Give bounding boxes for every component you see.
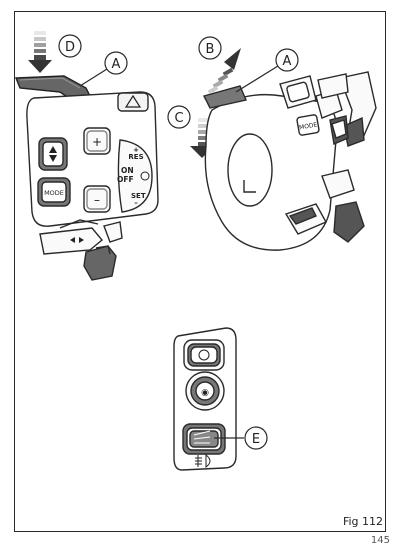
- svg-text:–: –: [134, 199, 138, 207]
- callout-d: D: [59, 35, 81, 57]
- set-label: SET: [131, 192, 146, 200]
- svg-text:D: D: [65, 40, 75, 55]
- horn-button: [84, 246, 116, 280]
- off-label: OFF: [117, 175, 134, 184]
- svg-text:◉: ◉: [201, 388, 209, 398]
- fog-light-switch-assembly: ◉: [174, 328, 236, 470]
- right-switch-assembly: MODE: [190, 48, 376, 250]
- top-round-button: [184, 340, 224, 370]
- callout-c: C: [168, 106, 190, 128]
- minus-label: –: [94, 193, 100, 207]
- hazard-button: [118, 93, 148, 111]
- callout-b: B: [199, 37, 221, 59]
- left-switch-assembly: + MODE – + RES ON OFF SET –: [16, 31, 158, 280]
- svg-text:E: E: [252, 432, 260, 447]
- scroll-button: [39, 138, 67, 170]
- plus-button: +: [84, 128, 110, 154]
- fog-light-button: [183, 424, 225, 454]
- arrow-d: [28, 31, 52, 73]
- callout-a-left: A: [80, 52, 127, 86]
- res-label: RES: [128, 153, 143, 161]
- svg-text:A: A: [112, 57, 121, 72]
- kill-switch: [334, 202, 364, 242]
- middle-round-button: ◉: [186, 372, 224, 410]
- mode-label: MODE: [44, 189, 64, 197]
- handlebar-bore: [228, 134, 272, 206]
- svg-text:A: A: [283, 54, 292, 69]
- figure-label: Fig 112: [343, 515, 383, 528]
- page-number: 145: [371, 535, 390, 546]
- on-label: ON: [121, 166, 134, 175]
- svg-text:B: B: [206, 42, 215, 57]
- svg-text:C: C: [174, 111, 183, 126]
- mode-button: MODE: [38, 178, 70, 206]
- minus-button: –: [84, 186, 110, 212]
- plus-label: +: [92, 135, 102, 149]
